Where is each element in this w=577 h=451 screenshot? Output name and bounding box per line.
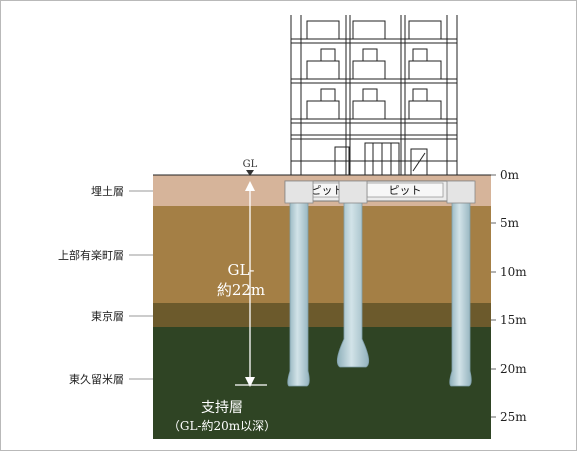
pile-1 [287, 200, 310, 387]
depth-label-25m: 25m [500, 410, 527, 424]
layer-label-tokyo: 東京層 [91, 309, 124, 323]
gl-label: GL [243, 159, 258, 170]
depth-scale [491, 174, 496, 418]
bearing-layer-title: 支持層 [201, 400, 243, 416]
layer-label-higashikurume: 東久留米層 [69, 373, 124, 386]
depth-label-10m: 10m [500, 265, 527, 279]
layer-leaders [129, 190, 153, 380]
soil-layer-fill-tokyo [153, 303, 491, 327]
pit-label-1: ピット [311, 184, 344, 197]
pile-2 [336, 200, 370, 368]
piles [284, 180, 476, 387]
soil-layer-fill-higashikurume [153, 327, 491, 439]
pit-label-2: ピット [389, 184, 422, 197]
layer-label-landfill: 埋土層 [91, 185, 124, 198]
gl-marker-icon [246, 170, 254, 176]
soil-layer-fill-upper-yurakucho [153, 206, 491, 303]
depth-label-20m: 20m [500, 362, 527, 376]
layer-label-upper-yurakucho: 上部有楽町層 [58, 248, 124, 262]
pile-3 [449, 200, 472, 387]
depth-arrow [235, 181, 267, 387]
depth-measure-line2: 約22m [217, 281, 265, 299]
depth-measure-line1: GL- [227, 261, 254, 279]
depth-label-0m: 0m [500, 168, 520, 182]
bearing-layer-subtitle: （GL-約20m以深） [168, 418, 276, 433]
depth-label-5m: 5m [500, 216, 520, 230]
depth-label-15m: 15m [500, 313, 527, 327]
building [290, 15, 458, 176]
